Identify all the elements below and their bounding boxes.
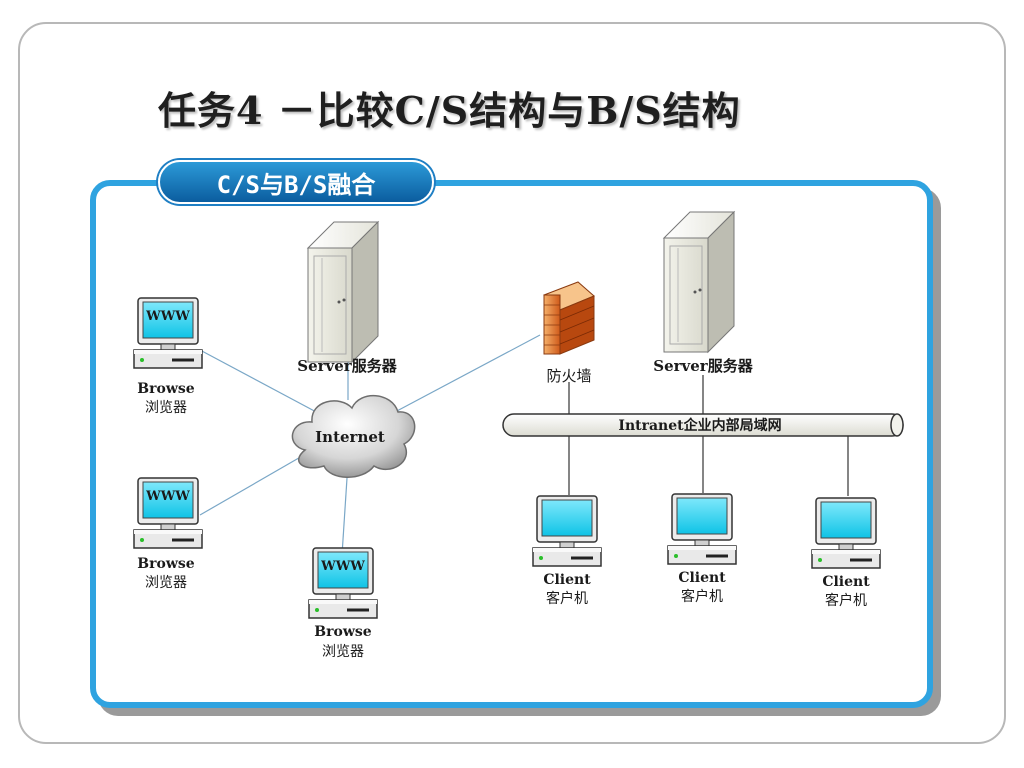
- internet-cloud-icon: [291, 394, 416, 478]
- browser-3-cn: 浏览器: [322, 644, 364, 660]
- client-1-name: Client: [543, 572, 591, 588]
- client-3: [810, 496, 882, 570]
- client-3-name: Client: [822, 574, 870, 590]
- firewall-label: 防火墙: [546, 367, 591, 385]
- firewall-icon: [543, 281, 595, 355]
- client-1: [531, 494, 603, 568]
- client-1-cn: 客户机: [546, 590, 588, 607]
- server-right-label: Server服务器: [653, 357, 753, 375]
- browser-2-cn: 浏览器: [145, 575, 187, 591]
- browser-1-screen-text: WWW: [145, 309, 190, 324]
- browser-2-name: Browse: [137, 556, 194, 572]
- browser-2-screen-text: WWW: [145, 489, 190, 504]
- intranet-bus: [502, 413, 904, 437]
- section-tab: C/S与B/S融合: [158, 160, 434, 204]
- server-right: [663, 211, 735, 353]
- client-2: [666, 492, 738, 566]
- server-left: [307, 221, 379, 363]
- client-2-name: Client: [678, 570, 726, 586]
- internet-label: Internet: [315, 428, 385, 446]
- browser-3-name: Browse: [314, 624, 371, 640]
- content-frame: [90, 180, 933, 708]
- page-title: 任务4 －比较C/S结构与B/S结构: [158, 88, 741, 133]
- server-left-label: Server服务器: [297, 357, 397, 375]
- client-2-cn: 客户机: [681, 588, 723, 605]
- client-3-cn: 客户机: [825, 592, 867, 609]
- intranet-links: [568, 375, 849, 496]
- intranet-label: Intranet企业内部局域网: [618, 417, 781, 434]
- browser-3-screen-text: WWW: [320, 559, 365, 574]
- browser-1-name: Browse: [137, 381, 194, 397]
- browser-1-cn: 浏览器: [145, 400, 187, 416]
